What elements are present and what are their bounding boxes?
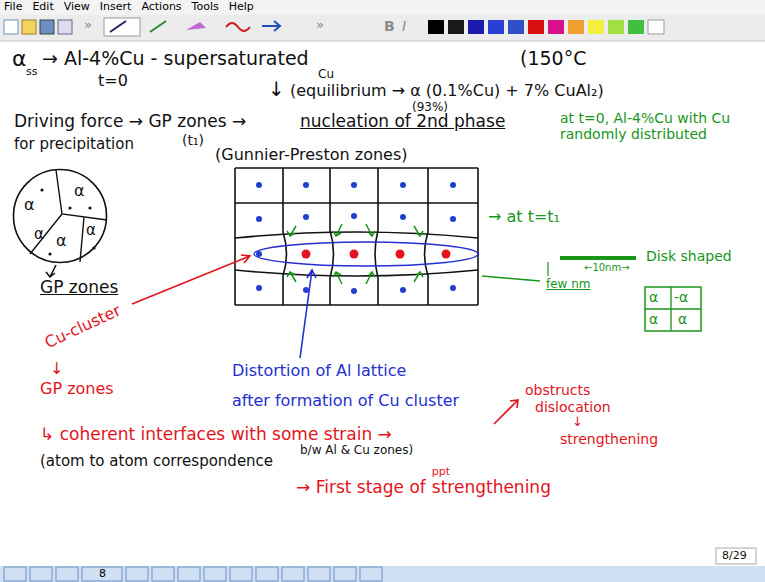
note-text: → at t=t₁	[488, 208, 560, 226]
note-text: (t₁)	[182, 132, 204, 148]
note-text: View	[64, 1, 90, 14]
note-text: after formation of Cu cluster	[232, 392, 459, 410]
note-text: (equilibrium → α (0.1%Cu) + 7% CuAl₂)	[290, 82, 604, 100]
note-text: Cu	[318, 68, 334, 82]
cluster-leader	[132, 255, 518, 424]
strain-arrows	[287, 224, 423, 284]
page-strip	[0, 566, 765, 582]
note-text: ↳ coherent interfaces with some strain →	[40, 425, 392, 445]
phase-symbol: α	[678, 311, 687, 327]
grain-circle: ααααα	[12, 168, 108, 264]
note-text: Tools	[192, 1, 219, 14]
page-number-box	[716, 548, 756, 564]
note-text: B	[384, 18, 395, 34]
phase-symbol: -α	[674, 289, 688, 305]
toolbar-edge	[0, 41, 765, 42]
note-text: ↓	[268, 78, 285, 101]
phase-symbol: α	[86, 222, 96, 239]
note-text: (150°C	[520, 48, 586, 70]
phase-symbol: α	[34, 226, 44, 243]
note-text: strengthening	[560, 431, 658, 447]
note-text: ←10nm→	[584, 262, 630, 274]
al-lattice	[235, 168, 478, 305]
note-text: ppt	[432, 466, 450, 479]
note-text: Driving force → GP zones →	[14, 112, 246, 132]
note-text: → First stage of	[296, 478, 426, 498]
note-text: Actions	[141, 1, 181, 14]
phase-symbol: α	[56, 232, 67, 250]
note-text: Help	[229, 1, 254, 14]
note-text: Distortion of Al lattice	[232, 362, 406, 380]
note-text: File	[4, 1, 22, 14]
note-text: Edit	[32, 1, 53, 14]
note-text: 8/29	[722, 550, 747, 563]
note-text: ↓	[50, 360, 63, 378]
note-text: obstructs	[525, 382, 590, 398]
color-swatches	[428, 20, 664, 34]
toolbar-icons	[4, 18, 280, 36]
cluster-outline	[254, 242, 478, 266]
note-text: ss	[26, 66, 37, 79]
note-text: t=0	[98, 72, 128, 90]
note-text: »	[84, 18, 92, 33]
note-text: at t=0, Al-4%Cu with Cu randomly distrib…	[560, 110, 738, 142]
note-text: → Al-4%Cu - supersaturated	[42, 48, 309, 70]
note-text: ↓	[572, 415, 583, 430]
arrow-lines	[46, 265, 56, 277]
phase-symbol: α	[24, 196, 35, 214]
cu-atoms	[302, 250, 451, 259]
tool-bar	[0, 15, 765, 41]
al-atoms	[256, 182, 456, 294]
phase-symbol: α	[74, 182, 85, 200]
note-text: α	[12, 46, 27, 71]
note-text: Insert	[100, 1, 132, 14]
distortion-leader	[300, 270, 316, 358]
note-text: »	[316, 18, 324, 33]
note-text: (atom to atom correspondence	[40, 453, 273, 470]
note-text: dislocation	[535, 399, 611, 415]
note-text: Disk shaped	[646, 248, 732, 264]
note-text: I	[402, 18, 406, 34]
note-text: GP zones	[40, 380, 114, 398]
note-text: few nm	[546, 278, 591, 292]
disk-grain-box: α-ααα	[644, 286, 702, 332]
note-text: GP zones	[40, 278, 118, 298]
note-text: b/w Al & Cu zones)	[300, 444, 413, 458]
note-text: (Gunnier-Preston zones)	[215, 146, 408, 164]
phase-symbol: α	[649, 289, 658, 305]
phase-symbol: α	[649, 311, 658, 327]
note-text: strengthening	[432, 478, 551, 498]
note-text: 8	[99, 568, 106, 581]
menu-bar	[0, 0, 765, 15]
page-strip-cells	[4, 567, 382, 581]
note-text: Cu-cluster	[42, 301, 124, 352]
note-text: nucleation of 2nd phase	[300, 112, 505, 132]
note-text: for precipitation	[14, 136, 134, 153]
